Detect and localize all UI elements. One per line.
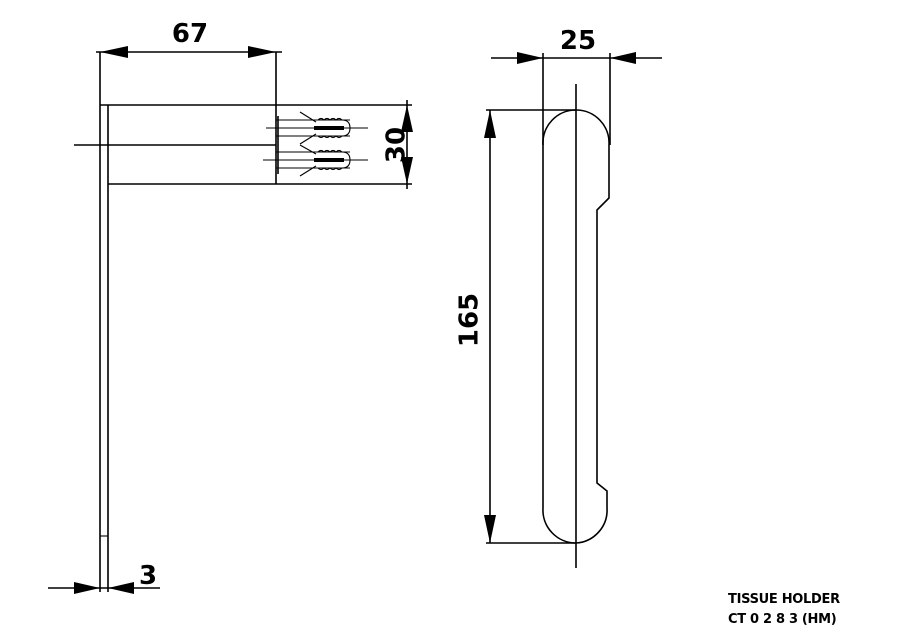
dimension-thickness [48,582,160,594]
front-view: 25 165 [455,26,662,568]
dimension-thickness-label: 3 [139,561,157,591]
holder-profile [542,109,610,544]
dimension-width-label: 25 [560,26,596,56]
dimension-width [491,52,662,145]
dimension-depth [96,46,282,58]
wall-plug-bottom [263,144,368,177]
dimension-depth-label: 67 [172,19,208,49]
dimension-length [484,109,576,544]
title-block: TISSUE HOLDER CT 0 2 8 3 (HM) [728,590,840,630]
dimension-height-label: 30 [382,127,412,163]
side-view: 67 30 3 [48,19,413,594]
wall-plug-top [266,111,368,145]
dimension-height [401,100,413,189]
product-title: TISSUE HOLDER [728,592,840,607]
model-code: CT 0 2 8 3 (HM) [728,612,837,627]
dimension-length-label: 165 [455,293,485,347]
